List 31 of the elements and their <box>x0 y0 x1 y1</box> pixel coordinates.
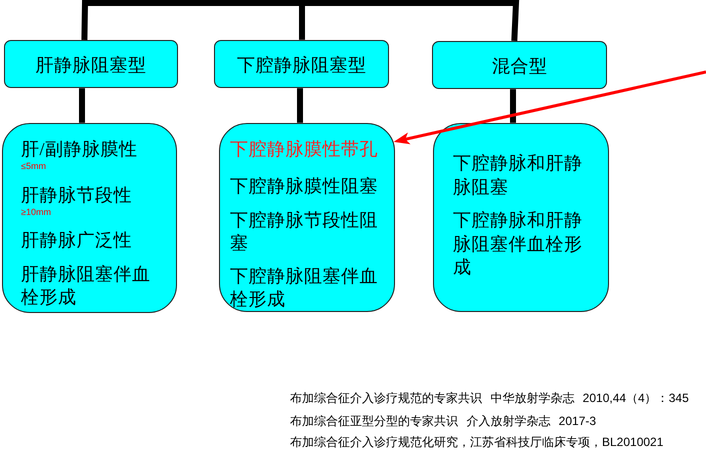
type-heading: 肝静脉阻塞型 <box>36 54 146 76</box>
subtype-text: 下腔静脉和肝静脉阻塞 <box>453 152 584 198</box>
subtype-text: 下腔静脉阻塞伴血栓形成 <box>230 264 379 311</box>
connector-line <box>299 3 305 40</box>
reference-text: 布加综合征亚型分型的专家共识 介入放射学杂志 2017-3 <box>290 414 596 428</box>
subtype-text: 肝静脉广泛性 <box>21 228 132 252</box>
subtype-text: 下腔静脉和肝静脉阻塞伴血栓形成 <box>453 209 584 279</box>
category-box <box>432 41 607 89</box>
connector-line <box>297 88 303 123</box>
subtype-text: 肝静脉节段性 <box>21 184 132 207</box>
type-heading: 下腔静脉阻塞型 <box>236 54 366 76</box>
size-note: ≥10mm <box>21 207 51 218</box>
connector-line <box>81 0 302 40</box>
reference-text: 布加综合征介入诊疗规范的专家共识 中华放射学杂志 2010,44（4）：345 <box>290 390 689 406</box>
subtype-text: 肝/副静脉膜性 <box>21 138 138 160</box>
category-box <box>214 40 389 88</box>
pointer-arrow <box>394 70 706 144</box>
reference-text: 布加综合征介入诊疗规范化研究，江苏省科技厅临床专项，BL2010021 <box>290 434 664 450</box>
size-note: ≤5mm <box>21 161 46 172</box>
subtype-box <box>219 123 395 312</box>
subtype-text: 下腔静脉膜性阻塞 <box>230 174 378 198</box>
category-box <box>4 40 178 88</box>
subtype-box <box>2 123 177 313</box>
subtype-text: 肝静脉阻塞伴血栓形成 <box>21 262 152 309</box>
type-heading: 混合型 <box>492 54 548 78</box>
subtype-text: 下腔静脉膜性带孔 <box>230 138 378 160</box>
connector-line <box>510 89 516 123</box>
connector-line <box>302 0 520 42</box>
connector-line <box>79 88 85 123</box>
subtype-box <box>433 123 609 312</box>
subtype-text: 下腔静脉节段性阻塞 <box>230 208 379 255</box>
